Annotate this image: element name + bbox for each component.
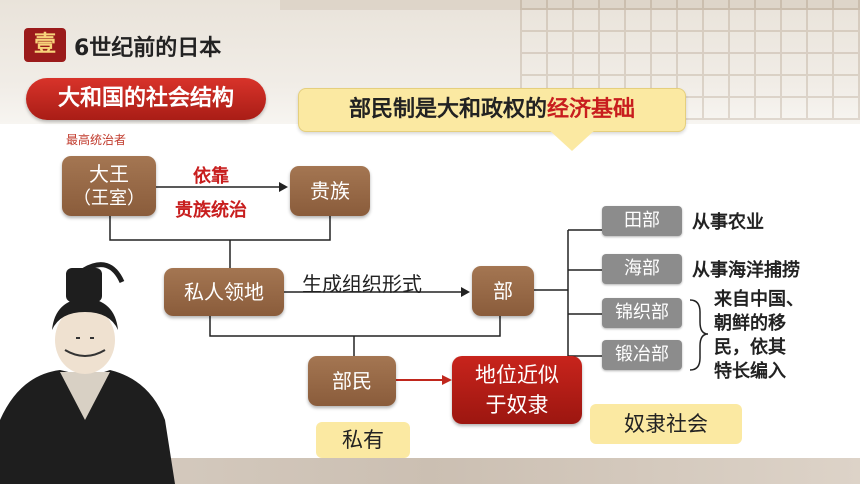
duanyebu-box: 锻冶部	[602, 340, 682, 370]
king-sublabel: （王室）	[73, 188, 145, 209]
haibu-box: 海部	[602, 254, 682, 284]
haibu-desc: 从事海洋捕捞	[692, 260, 800, 281]
status-line1: 地位近似	[475, 363, 559, 387]
jinzhibu-box: 锦织部	[602, 298, 682, 328]
organization-form-label: 生成组织形式	[302, 272, 422, 296]
status-line2: 于奴隶	[485, 393, 549, 417]
bumin-box: 部民	[308, 356, 396, 406]
noble-rule-label: 贵族统治	[175, 200, 247, 221]
immigrant-desc-line: 民，依其	[714, 337, 786, 358]
status-box: 地位近似 于奴隶	[452, 356, 582, 424]
nobles-box: 贵族	[290, 166, 370, 216]
callout-highlight: 经济基础	[547, 97, 636, 122]
rely-on-nobles-label: 依靠 贵族统治	[166, 160, 256, 228]
bu-box: 部	[472, 266, 534, 316]
immigrant-desc-line: 朝鲜的移	[714, 313, 786, 334]
immigrant-desc-line: 特长编入	[714, 361, 786, 382]
background-beam	[280, 0, 860, 10]
section-number-badge: 壹	[24, 28, 66, 62]
king-box: 大王 （王室）	[62, 156, 156, 216]
private-ownership-label: 私有	[316, 422, 410, 458]
immigrant-desc: 来自中国、 朝鲜的移 民，依其 特长编入	[714, 288, 804, 384]
page-title: 6世纪前的日本	[74, 36, 222, 61]
ruler-portrait	[0, 262, 175, 484]
supreme-ruler-label: 最高统治者	[66, 133, 127, 147]
economic-basis-callout: 部民制是大和政权的经济基础	[298, 88, 686, 132]
tianbu-box: 田部	[602, 206, 682, 236]
private-land-box: 私人领地	[164, 268, 284, 316]
immigrant-desc-line: 来自中国、	[714, 289, 804, 310]
callout-prefix: 部民制是大和政权的	[348, 97, 547, 122]
king-label: 大王	[89, 162, 129, 186]
section-title: 大和国的社会结构	[26, 78, 266, 120]
rely-label: 依靠	[193, 166, 229, 187]
slave-society-label: 奴隶社会	[590, 404, 742, 444]
callout-tail	[548, 129, 596, 151]
tianbu-desc: 从事农业	[692, 212, 764, 233]
